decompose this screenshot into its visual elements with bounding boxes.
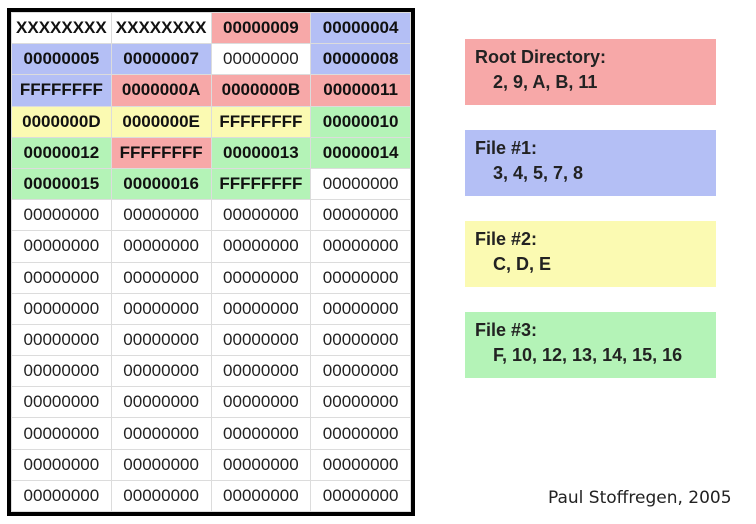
legend-file3-clusters: F, 10, 12, 13, 14, 15, 16 bbox=[493, 345, 683, 365]
fat-cell: 00000000 bbox=[11, 417, 112, 450]
fat-cell: 00000000 bbox=[310, 448, 411, 481]
fat-cell: 00000000 bbox=[310, 167, 411, 201]
fat-cell: 00000000 bbox=[110, 479, 212, 513]
fat-cell: 00000000 bbox=[110, 417, 212, 450]
legend-root-directory: Root Directory: 2, 9, A, B, 11 bbox=[465, 39, 716, 105]
fat-cell: 00000000 bbox=[210, 448, 312, 481]
fat-cell: 00000000 bbox=[11, 230, 112, 263]
fat-cell: 00000007 bbox=[110, 43, 212, 76]
fat-cell: 00000011 bbox=[310, 74, 411, 107]
legend-file2-title: File #2: bbox=[475, 229, 538, 249]
fat-cell: 00000000 bbox=[11, 199, 112, 232]
fat-cell: 00000000 bbox=[11, 292, 112, 325]
fat-cell: XXXXXXXX bbox=[110, 11, 212, 45]
fat-cell: 00000000 bbox=[210, 199, 312, 232]
fat-cell: 00000016 bbox=[110, 167, 212, 201]
fat-cell: 00000000 bbox=[310, 199, 411, 232]
fat-cell: 00000000 bbox=[210, 43, 312, 76]
fat-cell: 00000000 bbox=[11, 323, 112, 357]
legend-file1-clusters: 3, 4, 5, 7, 8 bbox=[493, 163, 584, 183]
fat-cell: 0000000E bbox=[110, 105, 212, 138]
fat-cell: 00000000 bbox=[310, 292, 411, 325]
legend-file3-title: File #3: bbox=[475, 320, 538, 340]
fat-cell: 00000000 bbox=[210, 323, 312, 357]
fat-cell: 00000000 bbox=[11, 261, 112, 294]
legend-file1-title: File #1: bbox=[475, 138, 538, 158]
fat-cell: 00000012 bbox=[11, 136, 112, 169]
fat-cell: 0000000D bbox=[11, 105, 112, 138]
fat-cell: 00000000 bbox=[210, 417, 312, 450]
author-credit: Paul Stoffregen, 2005 bbox=[548, 488, 732, 508]
fat-cell: 00000008 bbox=[310, 43, 411, 76]
legend-file-2: File #2: C, D, E bbox=[465, 221, 716, 287]
fat-cell: 00000000 bbox=[310, 386, 411, 419]
fat-cell: 00000014 bbox=[310, 136, 411, 169]
fat-cell: 00000000 bbox=[11, 386, 112, 419]
fat-cell: 00000015 bbox=[11, 167, 112, 201]
fat-cell: FFFFFFFF bbox=[110, 136, 212, 169]
fat-cell: XXXXXXXX bbox=[11, 11, 112, 45]
fat-cell: 00000000 bbox=[310, 323, 411, 357]
legend-root-title: Root Directory: bbox=[475, 47, 607, 67]
fat-cell: 00000000 bbox=[11, 355, 112, 388]
fat-cell: 00000010 bbox=[310, 105, 411, 138]
fat-cell: 00000000 bbox=[310, 261, 411, 294]
fat-cell: 00000005 bbox=[11, 43, 112, 76]
legend-file-3: File #3: F, 10, 12, 13, 14, 15, 16 bbox=[465, 312, 716, 378]
legend-file2-clusters: C, D, E bbox=[493, 254, 552, 274]
fat-cell: 00000000 bbox=[210, 292, 312, 325]
fat-cell: 00000000 bbox=[210, 479, 312, 513]
fat-cell: 00000000 bbox=[210, 261, 312, 294]
fat-cell: 00000000 bbox=[310, 417, 411, 450]
fat-cell: 00000000 bbox=[110, 292, 212, 325]
fat-cell: 00000000 bbox=[310, 355, 411, 388]
fat-cell: 00000000 bbox=[11, 448, 112, 481]
legend-file-1: File #1: 3, 4, 5, 7, 8 bbox=[465, 130, 716, 196]
fat-cell: 00000000 bbox=[210, 230, 312, 263]
fat-cell: 00000000 bbox=[310, 479, 411, 513]
fat-cell: 00000000 bbox=[210, 386, 312, 419]
fat-cell: 00000004 bbox=[310, 11, 411, 45]
fat-cell: 0000000B bbox=[210, 74, 312, 107]
fat-cell: 00000000 bbox=[110, 230, 212, 263]
legend-root-clusters: 2, 9, A, B, 11 bbox=[493, 72, 598, 92]
fat-cell: FFFFFFFF bbox=[210, 105, 312, 138]
fat-cell: 00000000 bbox=[310, 230, 411, 263]
fat-cell: 00000000 bbox=[210, 355, 312, 388]
fat-cell: 00000000 bbox=[110, 386, 212, 419]
fat-cell: 00000000 bbox=[11, 479, 112, 513]
fat-cell: 00000000 bbox=[110, 261, 212, 294]
fat-cell: 00000009 bbox=[210, 11, 312, 45]
fat-cell: 00000000 bbox=[110, 199, 212, 232]
fat-cell: 00000000 bbox=[110, 448, 212, 481]
fat-cell: 00000013 bbox=[210, 136, 312, 169]
fat-cell: 00000000 bbox=[110, 323, 212, 357]
fat-cell: FFFFFFFF bbox=[11, 74, 112, 107]
fat-cell: FFFFFFFF bbox=[210, 167, 312, 201]
fat-cell: 00000000 bbox=[110, 355, 212, 388]
fat-cell: 0000000A bbox=[110, 74, 212, 107]
